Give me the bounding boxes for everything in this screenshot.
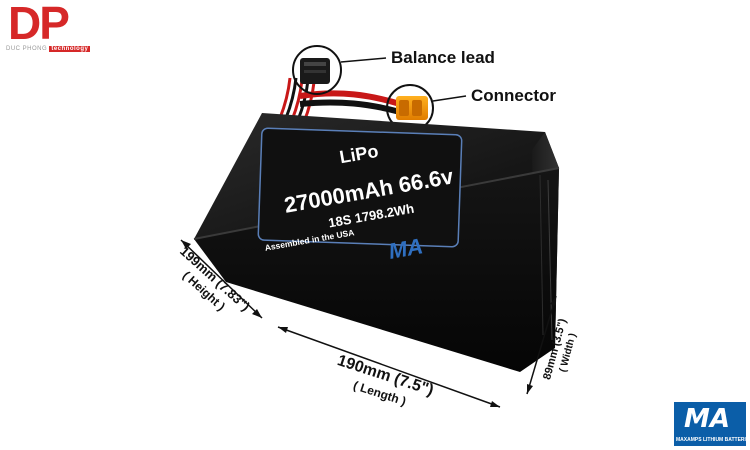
- dp-logo-subtitle-text: DUC PHONG: [6, 46, 48, 52]
- length-dimension-line: [277, 326, 501, 408]
- dp-logo: DP DUC PHONG technology: [2, 0, 98, 60]
- maxamps-logo: MA MAXAMPS LITHIUM BATTERIES: [674, 402, 750, 446]
- connector-pointer: [432, 95, 467, 102]
- xt-connector: [396, 96, 428, 120]
- connector-callout: Connector: [471, 86, 556, 105]
- dp-logo-subtitle: DUC PHONG technology: [6, 46, 91, 52]
- dp-logo-tag: technology: [49, 46, 91, 52]
- balance-lead-pointer: [340, 57, 387, 63]
- dp-logo-letters: DP: [8, 0, 70, 49]
- main-leads: [299, 90, 401, 115]
- balance-lead-circle: [292, 45, 342, 95]
- maxamps-logo-mark: MA: [684, 404, 730, 434]
- maxamps-logo-text: MAXAMPS LITHIUM BATTERIES: [676, 437, 750, 443]
- balance-lead-callout: Balance lead: [391, 48, 495, 67]
- battery-label: [257, 127, 463, 248]
- width-dimension-line: [526, 295, 557, 395]
- label-ma-logo: MA: [387, 233, 425, 264]
- label-ma-mark: MA: [387, 233, 425, 264]
- height-dimension-line: [180, 239, 263, 319]
- balance-plug: [300, 58, 330, 84]
